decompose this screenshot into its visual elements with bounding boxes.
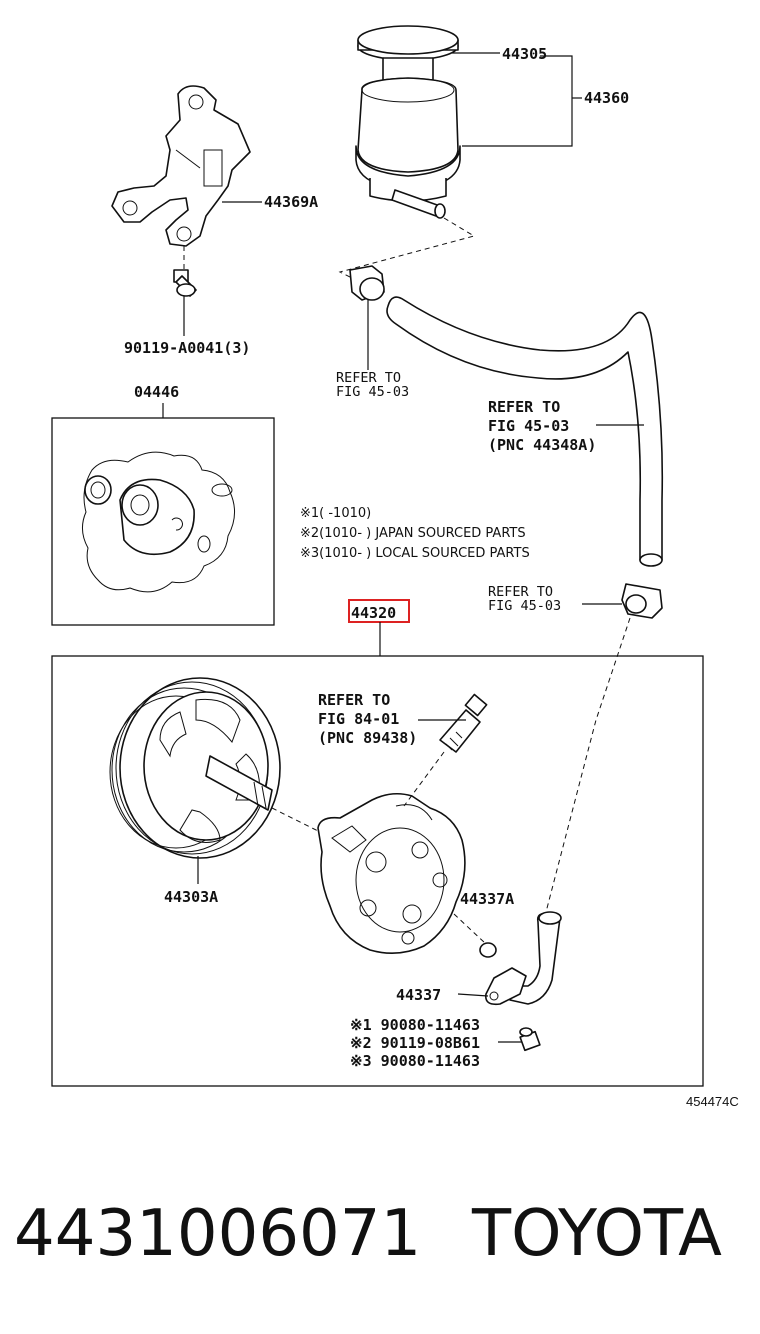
refer-to-2-line2: FIG 45-03	[488, 417, 569, 435]
refer-to-3-line1: REFER TO	[488, 584, 553, 600]
refer-to-1-line1: REFER TO	[336, 370, 401, 386]
label-44337A: 44337A	[460, 890, 514, 908]
return-hose-drawing	[386, 296, 664, 567]
hose-clamp-top-drawing	[349, 265, 385, 301]
refer-to-4-line2: FIG 84-01	[318, 710, 399, 728]
label-44369A: 44369A	[264, 193, 318, 211]
label-44360: 44360	[584, 89, 629, 107]
label-90119-A0041: 90119-A0041(3)	[124, 339, 250, 357]
refer-to-3-line2: FIG 45-03	[488, 598, 561, 614]
part-number: 4431006071	[14, 1197, 421, 1271]
label-04446: 04446	[134, 383, 179, 401]
o-ring-drawing	[479, 942, 497, 958]
hose-clamp-bottom-drawing	[621, 583, 663, 619]
label-44320: 44320	[351, 604, 396, 622]
label-44305: 44305	[502, 45, 547, 63]
refer-to-2-line1: REFER TO	[488, 398, 560, 416]
label-bolt-2: ※2 90119-08B61	[350, 1034, 480, 1052]
refer-to-1-line2: FIG 45-03	[336, 384, 409, 400]
refer-to-4-line3: (PNC 89438)	[318, 729, 417, 747]
note-3: ※3(1010- ) LOCAL SOURCED PARTS	[300, 546, 530, 561]
figure-code: 454474C	[686, 1094, 739, 1109]
bracket-drawing	[111, 85, 251, 247]
highlight-44320	[348, 599, 410, 623]
label-bolt-3: ※3 90080-11463	[350, 1052, 480, 1070]
note-2: ※2(1010- ) JAPAN SOURCED PARTS	[300, 526, 526, 541]
label-44337: 44337	[396, 986, 441, 1004]
brand-name: TOYOTA	[471, 1197, 722, 1271]
bolt-drawing	[173, 269, 197, 297]
pulley-drawing	[109, 677, 281, 859]
union-pipe-drawing	[484, 911, 562, 1006]
label-44303A: 44303A	[164, 888, 218, 906]
refer-to-4-line1: REFER TO	[318, 691, 390, 709]
note-1: ※1( -1010)	[300, 506, 371, 521]
gasket-kit-drawing	[82, 451, 235, 593]
label-bolt-1: ※1 90080-11463	[350, 1016, 480, 1034]
pump-body-drawing	[317, 792, 466, 954]
pump-assembly-box	[51, 655, 704, 1087]
refer-to-2-line3: (PNC 44348A)	[488, 436, 596, 454]
pressure-switch-drawing	[439, 693, 488, 753]
gasket-kit-box	[51, 417, 275, 626]
reservoir-tank-drawing	[355, 25, 461, 219]
union-bolt-drawing	[519, 1027, 541, 1052]
